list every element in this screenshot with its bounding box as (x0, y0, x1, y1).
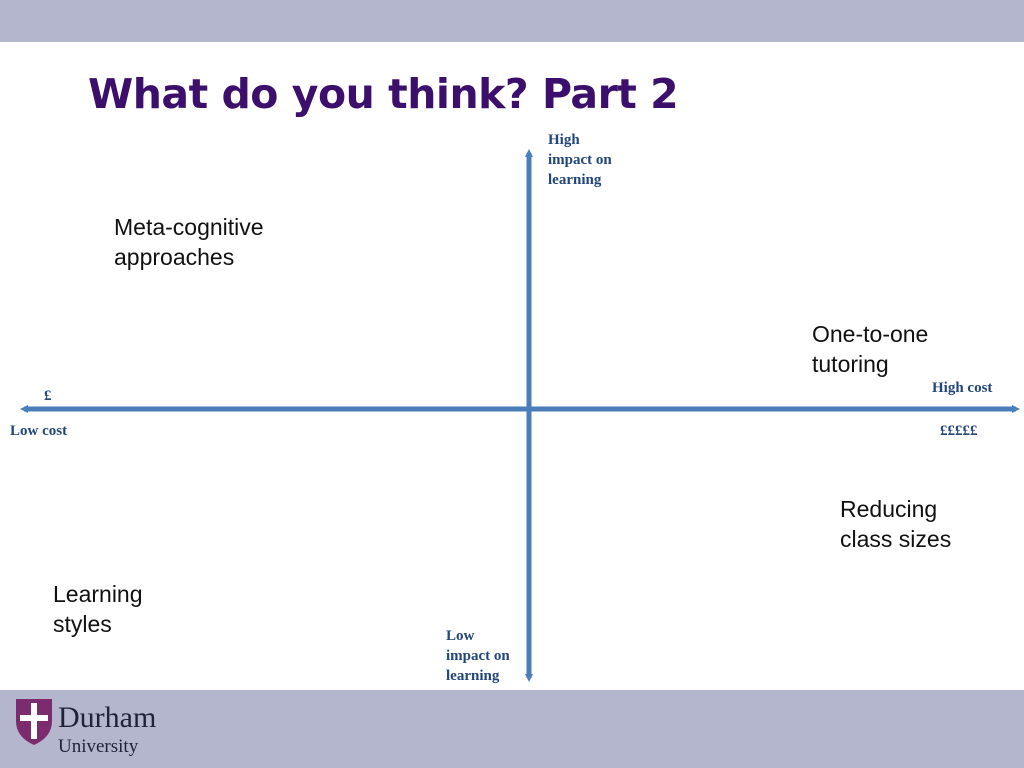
item-line: Learning (53, 581, 143, 607)
logo-name: Durham (58, 701, 157, 734)
axis-label-line: impact on (548, 152, 612, 168)
axis-label-high-impact: High impact on learning (548, 130, 612, 190)
axis-label-low-cost: Low cost (10, 423, 68, 439)
axis-label-high-cost-symbol: £££££ (940, 423, 978, 439)
durham-university-logo: Durham University (14, 695, 174, 761)
bottom-banner (0, 690, 1024, 768)
item-one-to-one-tutoring: One-to-one tutoring (812, 319, 928, 379)
item-line: styles (53, 611, 112, 637)
top-banner (0, 0, 1024, 42)
axis-label-low-impact: Low impact on learning (446, 626, 510, 686)
axis-label-low-cost-symbol: £ (44, 388, 52, 404)
university-crest-icon (16, 699, 52, 745)
axis-label-high-cost: High cost (932, 380, 993, 396)
axis-label-line: Low (446, 628, 475, 644)
item-learning-styles: Learning styles (53, 579, 143, 639)
item-line: class sizes (840, 526, 952, 552)
item-meta-cognitive-approaches: Meta-cognitive approaches (114, 212, 264, 272)
item-line: One-to-one (812, 321, 929, 347)
item-line: Meta-cognitive (114, 214, 264, 240)
logo-subtitle: University (58, 736, 139, 757)
item-line: approaches (114, 244, 235, 270)
slide-title: What do you think? Part 2 (88, 70, 679, 118)
axis-label-line: learning (446, 668, 500, 684)
axis-label-line: impact on (446, 648, 510, 664)
item-line: tutoring (812, 351, 889, 377)
item-reducing-class-sizes: Reducing class sizes (840, 494, 951, 554)
axis-label-line: High (548, 132, 580, 148)
axis-label-line: learning (548, 172, 602, 188)
item-line: Reducing (840, 496, 938, 522)
